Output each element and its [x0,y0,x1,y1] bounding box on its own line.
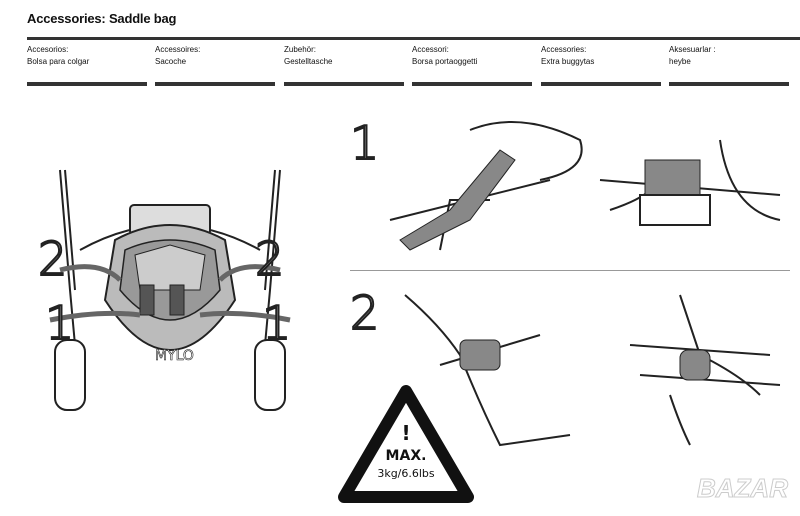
lang-label: Accessories: [541,45,587,54]
title-rule [27,37,800,40]
lang-col-it: Accessori: Borsa portaoggetti [412,44,532,68]
warning-triangle-icon [338,385,474,503]
step-2-illustration [404,294,781,447]
step-1-illustration [389,121,781,251]
page-title: Accessories: Saddle bag [27,11,177,26]
lang-name: Sacoche [155,57,187,66]
lang-col-nl: Accessories: Extra buggytas [541,44,661,68]
divider-bar [27,82,147,86]
lang-name: Bolsa para colgar [27,57,90,66]
step-1-number: 1 [349,116,380,170]
lang-label: Accessoires: [155,45,201,54]
step-marker: 1 [261,296,292,350]
warning-weight: 3kg/6.6lbs [377,467,435,480]
divider-bar [412,82,532,86]
lang-name: Borsa portaoggetti [412,57,478,66]
warning-symbol: ! [401,421,411,445]
lang-col-de: Zubehör: Gestelltasche [284,44,404,68]
lang-col-fr: Accessoires: Sacoche [155,44,275,68]
lang-label: Accessori: [412,45,449,54]
divider-bar [155,82,275,86]
divider-bar [669,82,789,86]
lang-col-tr: Aksesuarlar : heybe [669,44,789,68]
step-divider [350,270,790,271]
divider-bar [284,82,404,86]
lang-name: heybe [669,57,691,66]
warning-max: MAX. [385,448,427,464]
lang-name: Extra buggytas [541,57,595,66]
lang-label: Accesorios: [27,45,69,54]
step-marker: 2 [37,232,68,286]
lang-label: Aksesuarlar : [669,45,716,54]
lang-col-es: Accesorios: Bolsa para colgar [27,44,147,68]
step-2-number: 2 [349,286,380,340]
step-marker: 1 [44,296,75,350]
lang-name: Gestelltasche [284,57,333,66]
brand-logo: MYLO [155,348,194,364]
step-marker: 2 [254,232,285,286]
watermark-logo: BAZAR [697,473,789,504]
stroller-illustration: MYLO [49,169,291,411]
divider-bar [541,82,661,86]
lang-label: Zubehör: [284,45,317,54]
